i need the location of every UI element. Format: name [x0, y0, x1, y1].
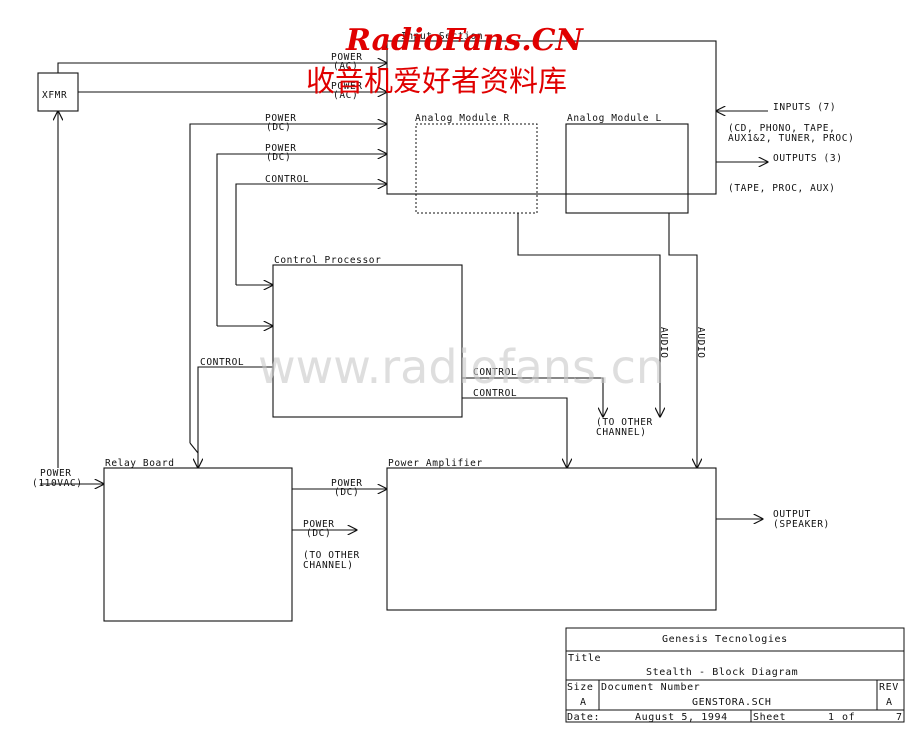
docnum-value: GENSTORA.SCH [692, 697, 771, 708]
label-power-110vac: POWER(110VAC) [32, 468, 83, 489]
wire-control-out-1 [462, 377, 603, 417]
total-sheets: 7 [896, 712, 903, 723]
label-inputs: INPUTS (7) [773, 102, 836, 113]
docnum-label: Document Number [601, 682, 700, 693]
power-amplifier-label: Power Amplifier [388, 458, 483, 469]
wire-audio-r [517, 213, 660, 417]
wire-power-ac-1 [57, 63, 387, 73]
analog-module-r-block: Analog Module R [415, 113, 538, 214]
of-label: of [842, 712, 855, 723]
date-value: August 5, 1994 [635, 712, 728, 723]
label-power-ac-2: POWER(AC) [331, 81, 363, 101]
control-processor-block: Control Processor [272, 255, 463, 418]
xfmr-block: XFMR [37, 72, 79, 112]
wire-relay-top-join [189, 442, 199, 454]
watermark-chinese: 收音机爱好者资料库 [306, 64, 567, 98]
wire-audio-l [668, 213, 697, 468]
label-output-speaker: OUTPUT(SPEAKER) [773, 509, 830, 530]
watermarks: www.radiofans.cn RadioFans.CN 收音机爱好者资料库 [258, 23, 665, 394]
company-name: Genesis Tecnologies [662, 634, 788, 645]
rev-label: REV [879, 682, 899, 693]
label-control-out-1: CONTROL [473, 367, 517, 378]
wires [40, 63, 768, 530]
input-section-label: Input Section [401, 31, 483, 42]
wire-control-relay [198, 366, 273, 468]
label-power-ac-1: POWER(AC) [331, 52, 363, 72]
relay-board-label: Relay Board [105, 458, 175, 469]
label-relay-power-dc-2: POWER(DC) [303, 519, 335, 539]
size-value: A [580, 697, 587, 708]
label-power-dc-2: POWER(DC) [265, 143, 297, 163]
watermark-site: www.radiofans.cn [258, 340, 665, 394]
control-processor-label: Control Processor [274, 255, 381, 266]
date-label: Date: [567, 712, 600, 723]
label-relay-power-dc-1: POWER(DC) [331, 478, 363, 498]
title-block: Genesis Tecnologies Title Stealth - Bloc… [565, 627, 905, 723]
label-audio-r: AUDIO [658, 327, 669, 359]
sheet-value: 1 [828, 712, 835, 723]
size-label: Size [567, 682, 593, 693]
label-control-relay: CONTROL [200, 357, 244, 368]
label-inputs-detail: (CD, PHONO, TAPE,AUX1&2, TUNER, PROC) [728, 123, 854, 144]
xfmr-label: XFMR [42, 90, 67, 101]
label-control-out-2: CONTROL [473, 388, 517, 399]
label-power-dc-1: POWER(DC) [265, 113, 297, 133]
rev-value: A [886, 697, 893, 708]
wire-control-input [235, 184, 387, 285]
label-audio-l: AUDIO [695, 327, 706, 359]
relay-board-block: Relay Board [103, 458, 293, 622]
signal-labels: POWER(AC) POWER(AC) POWER(DC) POWER(DC) … [32, 52, 854, 571]
label-outputs-detail: (TAPE, PROC, AUX) [728, 183, 835, 194]
wire-power-dc-1 [189, 124, 387, 443]
wire-control-out-2 [462, 397, 567, 468]
sheet-label: Sheet [753, 712, 786, 723]
analog-module-l-label: Analog Module L [567, 113, 662, 124]
watermark-brand: RadioFans.CN [345, 23, 585, 58]
power-amplifier-block: Power Amplifier [386, 458, 717, 611]
input-section-block: Input Section [386, 31, 717, 195]
wire-power-dc-2 [216, 154, 387, 326]
analog-module-r-label: Analog Module R [415, 113, 510, 124]
analog-module-l-block: Analog Module L [565, 113, 689, 214]
label-outputs: OUTPUTS (3) [773, 153, 843, 164]
title-label: Title [568, 653, 601, 664]
label-control-input: CONTROL [265, 174, 309, 185]
drawing-title: Stealth - Block Diagram [646, 667, 798, 678]
